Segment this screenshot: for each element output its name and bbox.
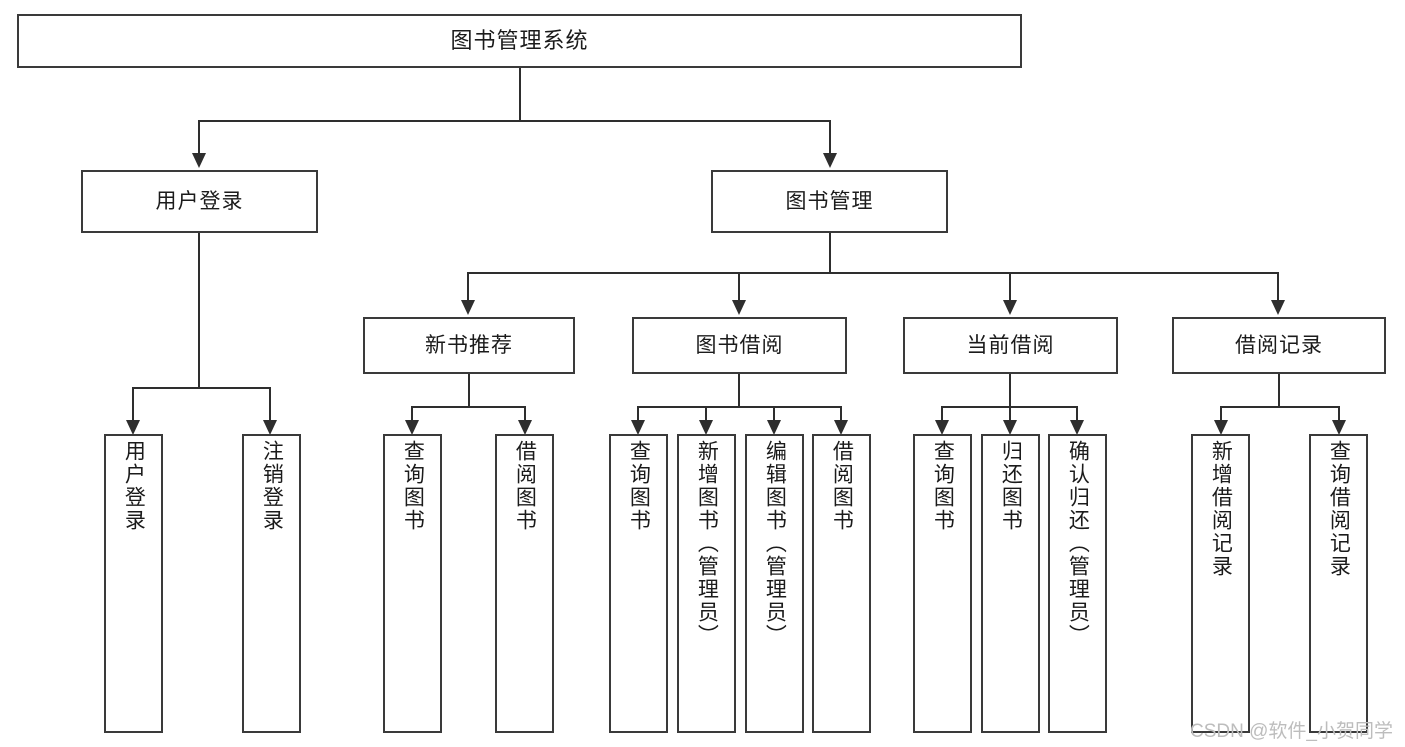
arrowhead-bb-borrow-book — [834, 420, 848, 435]
node-label: 图书管理系统 — [450, 27, 589, 53]
edge-bm-drop-new-book — [467, 272, 469, 302]
leaf-label: 借阅图书 — [830, 440, 854, 532]
leaf-label: 新增图书（管理员） — [695, 440, 719, 647]
leaf-cb-confirm-return[interactable]: 确认归还（管理员） — [1048, 434, 1107, 733]
leaf-bb-query-book[interactable]: 查询图书 — [609, 434, 668, 733]
node-book-borrow[interactable]: 图书借阅 — [632, 317, 847, 374]
edge-bb-drop-2 — [705, 406, 707, 422]
arrowhead-bb-edit-book — [767, 420, 781, 435]
edge-root-stem — [519, 68, 521, 121]
node-label: 图书管理 — [785, 189, 874, 213]
node-current-borrow[interactable]: 当前借阅 — [903, 317, 1118, 374]
arrowhead-nbr-query-book — [405, 420, 419, 435]
leaf-user-login[interactable]: 用户登录 — [104, 434, 163, 733]
node-book-manage[interactable]: 图书管理 — [711, 170, 948, 233]
edge-bm-drop-current-borrow — [1009, 272, 1011, 302]
leaf-label: 查询图书 — [401, 440, 425, 532]
node-label: 新书推荐 — [425, 333, 513, 357]
leaf-cb-return-book[interactable]: 归还图书 — [981, 434, 1040, 733]
arrowhead-current-borrow — [1003, 300, 1017, 315]
arrowhead-leaf-user-login — [126, 420, 140, 435]
arrowhead-bb-add-book — [699, 420, 713, 435]
edge-bb-drop-3 — [773, 406, 775, 422]
leaf-label: 注销登录 — [260, 440, 284, 532]
arrowhead-nbr-borrow-book — [518, 420, 532, 435]
edge-user-login-drop-1 — [132, 387, 134, 422]
leaf-label: 查询图书 — [931, 440, 955, 532]
edge-cb-stem — [1009, 374, 1011, 407]
node-borrow-record[interactable]: 借阅记录 — [1172, 317, 1386, 374]
leaf-cb-query-book[interactable]: 查询图书 — [913, 434, 972, 733]
edge-bb-bus — [637, 406, 842, 408]
leaf-label: 查询图书 — [627, 440, 651, 532]
edge-br-drop-2 — [1338, 406, 1340, 422]
edge-root-to-book-manage — [829, 120, 831, 153]
edge-nbr-stem — [468, 374, 470, 407]
edge-bb-drop-1 — [637, 406, 639, 422]
edge-cb-drop-1 — [941, 406, 943, 422]
csdn-watermark: CSDN @软件_小贺同学 — [1190, 721, 1393, 742]
leaf-bb-edit-book[interactable]: 编辑图书（管理员） — [745, 434, 804, 733]
edge-root-bus — [198, 120, 831, 122]
node-label: 借阅记录 — [1235, 333, 1323, 357]
edge-root-to-user-login — [198, 120, 200, 153]
arrowhead-br-query-record — [1332, 420, 1346, 435]
leaf-bb-add-book[interactable]: 新增图书（管理员） — [677, 434, 736, 733]
edge-user-login-drop-2 — [269, 387, 271, 422]
edge-bb-stem — [738, 374, 740, 407]
edge-bm-drop-borrow-record — [1277, 272, 1279, 302]
leaf-bb-borrow-book[interactable]: 借阅图书 — [812, 434, 871, 733]
edge-book-manage-bus — [467, 272, 1279, 274]
node-label: 图书借阅 — [695, 333, 784, 357]
node-label: 当前借阅 — [966, 333, 1055, 357]
leaf-label: 用户登录 — [122, 440, 146, 532]
leaf-br-query-record[interactable]: 查询借阅记录 — [1309, 434, 1368, 733]
edge-br-stem — [1278, 374, 1280, 407]
leaf-nbr-query-book[interactable]: 查询图书 — [383, 434, 442, 733]
leaf-logout[interactable]: 注销登录 — [242, 434, 301, 733]
edge-user-login-bus — [132, 387, 269, 389]
node-user-login[interactable]: 用户登录 — [81, 170, 318, 233]
edge-nbr-drop-1 — [411, 406, 413, 422]
arrowhead-book-manage — [823, 153, 837, 168]
leaf-label: 归还图书 — [999, 440, 1023, 532]
arrowhead-cb-query-book — [935, 420, 949, 435]
edge-nbr-bus — [411, 406, 526, 408]
edge-bb-drop-4 — [840, 406, 842, 422]
arrowhead-leaf-logout — [263, 420, 277, 435]
node-new-book-recommend[interactable]: 新书推荐 — [363, 317, 575, 374]
edge-cb-drop-3 — [1076, 406, 1078, 422]
leaf-br-add-record[interactable]: 新增借阅记录 — [1191, 434, 1250, 733]
leaf-label: 查询借阅记录 — [1327, 440, 1351, 578]
arrowhead-cb-confirm-return — [1070, 420, 1084, 435]
edge-book-manage-stem — [829, 233, 831, 273]
node-label: 用户登录 — [155, 189, 244, 213]
leaf-label: 借阅图书 — [513, 440, 537, 532]
node-root-system[interactable]: 图书管理系统 — [17, 14, 1022, 68]
arrowhead-user-login — [192, 153, 206, 168]
arrowhead-new-book-recommend — [461, 300, 475, 315]
leaf-label: 新增借阅记录 — [1209, 440, 1233, 578]
edge-cb-drop-2 — [1009, 406, 1011, 422]
arrowhead-br-add-record — [1214, 420, 1228, 435]
arrowhead-cb-return-book — [1003, 420, 1017, 435]
edge-br-bus — [1220, 406, 1340, 408]
leaf-label: 编辑图书（管理员） — [763, 440, 787, 647]
leaf-nbr-borrow-book[interactable]: 借阅图书 — [495, 434, 554, 733]
edge-nbr-drop-2 — [524, 406, 526, 422]
arrowhead-book-borrow — [732, 300, 746, 315]
arrowhead-bb-query-book — [631, 420, 645, 435]
edge-user-login-stem — [198, 233, 200, 388]
edge-br-drop-1 — [1220, 406, 1222, 422]
edge-bm-drop-book-borrow — [738, 272, 740, 302]
arrowhead-borrow-record — [1271, 300, 1285, 315]
leaf-label: 确认归还（管理员） — [1066, 440, 1090, 647]
